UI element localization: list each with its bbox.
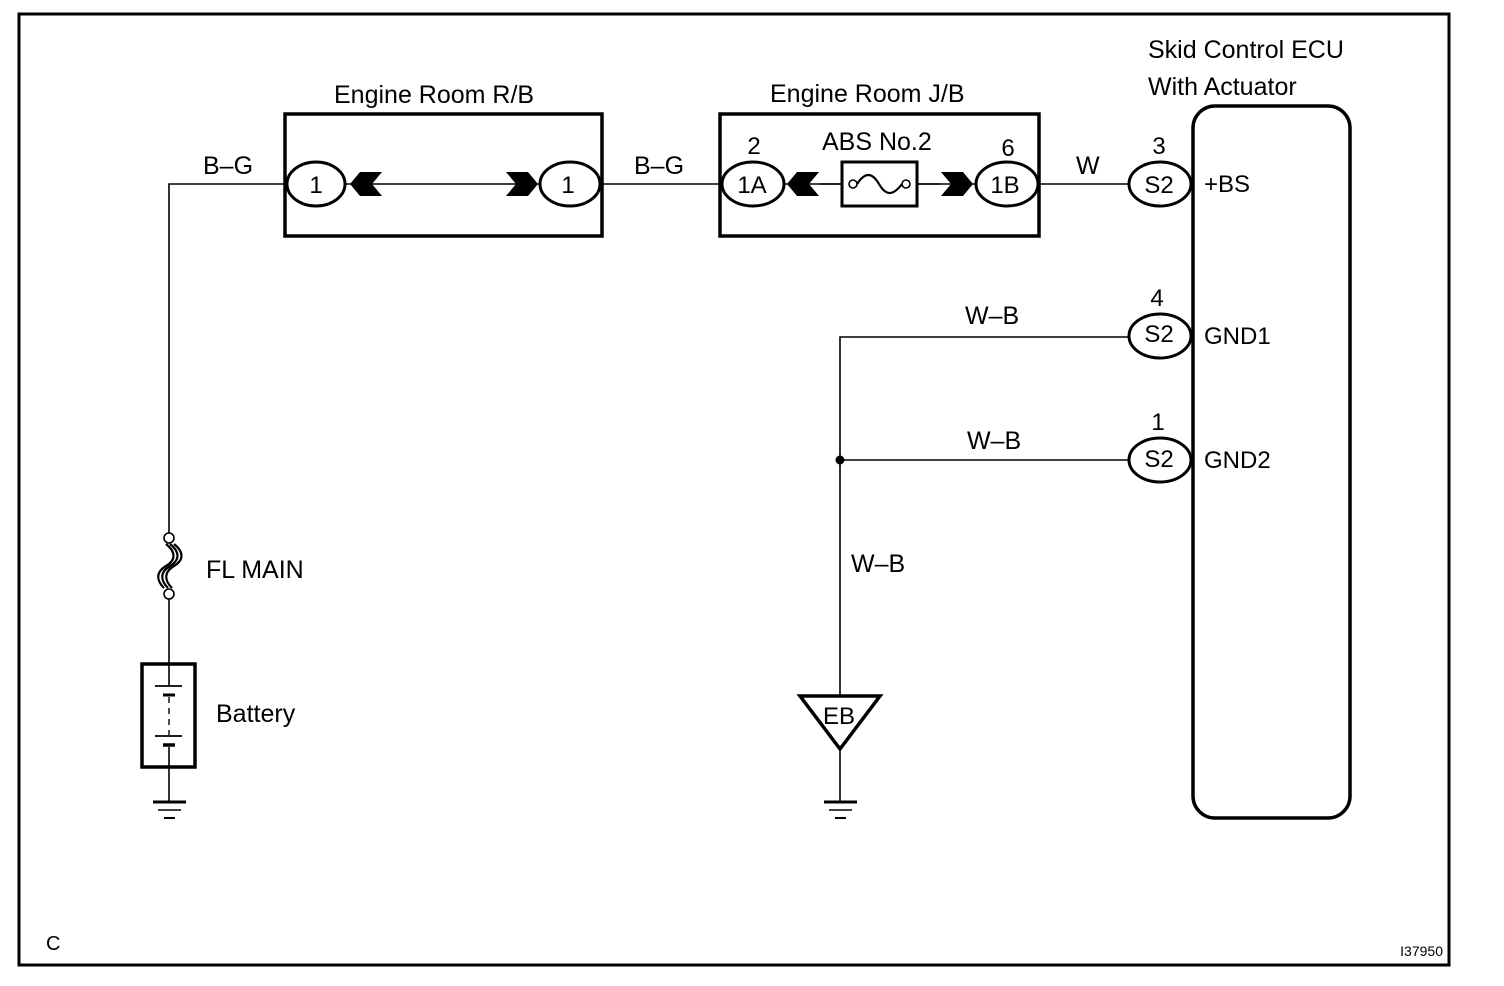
ground-icon bbox=[153, 767, 186, 819]
battery-feed-circuit: B–G FL MAIN Battery bbox=[140, 152, 304, 819]
skid-control-ecu: Skid Control ECU With Actuator 3 S2 +BS … bbox=[1127, 36, 1352, 820]
ground-point-label: EB bbox=[823, 703, 855, 730]
female-terminal-icon bbox=[350, 172, 382, 196]
wire-gnd1 bbox=[839, 336, 1129, 697]
wire-color-rb-to-jb: B–G bbox=[634, 152, 684, 180]
junction-block-title: Engine Room J/B bbox=[770, 80, 965, 108]
ecu-title-line2: With Actuator bbox=[1148, 73, 1297, 101]
terminal-connector bbox=[1127, 312, 1193, 360]
ground-point-icon bbox=[796, 694, 884, 752]
terminal-pin-number: 1 bbox=[1151, 409, 1164, 436]
jb-left-connector-id: 1A bbox=[737, 172, 766, 199]
ecu-terminal-gnd1: 4 S2 GND1 bbox=[1127, 285, 1271, 360]
figure-id: I37950 bbox=[1400, 943, 1443, 959]
relay-block-right-connector bbox=[538, 160, 602, 208]
fusible-link-icon bbox=[157, 532, 183, 600]
battery-icon bbox=[140, 662, 197, 769]
corner-letter: C bbox=[46, 933, 60, 955]
ecu-title-line1: Skid Control ECU bbox=[1148, 36, 1344, 64]
fuse-icon bbox=[820, 160, 940, 208]
ecu-terminal-gnd2: 1 S2 GND2 bbox=[1127, 409, 1271, 484]
relay-block-box bbox=[283, 112, 604, 238]
terminal-connector bbox=[1127, 160, 1193, 208]
terminal-connector-id: S2 bbox=[1144, 172, 1173, 199]
battery-label: Battery bbox=[216, 700, 296, 728]
jb-left-pin-number: 2 bbox=[747, 133, 760, 160]
jb-right-pin-number: 6 bbox=[1001, 135, 1014, 162]
jb-left-connector bbox=[720, 160, 786, 208]
ecu-terminal-bs: 3 S2 +BS bbox=[1127, 133, 1250, 208]
wire-color-gnd1: W–B bbox=[965, 302, 1019, 330]
junction-block-box bbox=[718, 112, 1041, 238]
wire-battery-to-rb bbox=[168, 183, 287, 537]
wire-color-gnd2: W–B bbox=[967, 427, 1021, 455]
ecu-box bbox=[1191, 104, 1352, 820]
terminal-name: GND2 bbox=[1204, 447, 1271, 474]
male-terminal-icon bbox=[506, 172, 538, 196]
terminal-connector-id: S2 bbox=[1144, 321, 1173, 348]
terminal-connector-id: S2 bbox=[1144, 446, 1173, 473]
engine-room-junction-block: Engine Room J/B 2 1A ABS No.2 6 1B bbox=[718, 80, 1041, 238]
terminal-pin-number: 3 bbox=[1152, 133, 1165, 160]
relay-block-left-pin: 1 bbox=[309, 172, 322, 199]
wire-color-battery-to-rb: B–G bbox=[203, 152, 253, 180]
terminal-name: GND1 bbox=[1204, 323, 1271, 350]
ground-icon bbox=[824, 750, 857, 819]
relay-block-left-connector bbox=[285, 160, 347, 208]
terminal-name: +BS bbox=[1204, 171, 1250, 198]
engine-room-relay-block: Engine Room R/B 1 1 bbox=[283, 81, 604, 238]
fuse-label: ABS No.2 bbox=[822, 128, 932, 156]
relay-block-title: Engine Room R/B bbox=[334, 81, 534, 109]
relay-block-right-pin: 1 bbox=[561, 172, 574, 199]
diagram-frame bbox=[17, 12, 1451, 967]
female-terminal-icon bbox=[787, 172, 819, 196]
ground-circuit: W–B W–B W–B EB bbox=[796, 302, 1129, 819]
fusible-link-label: FL MAIN bbox=[206, 556, 304, 584]
wire-color-ground-trunk: W–B bbox=[851, 550, 905, 578]
male-terminal-icon bbox=[941, 172, 973, 196]
jb-right-connector-id: 1B bbox=[990, 172, 1019, 199]
wire-color-jb-to-ecu: W bbox=[1076, 152, 1100, 180]
splice-point bbox=[835, 455, 845, 465]
terminal-pin-number: 4 bbox=[1150, 285, 1163, 312]
